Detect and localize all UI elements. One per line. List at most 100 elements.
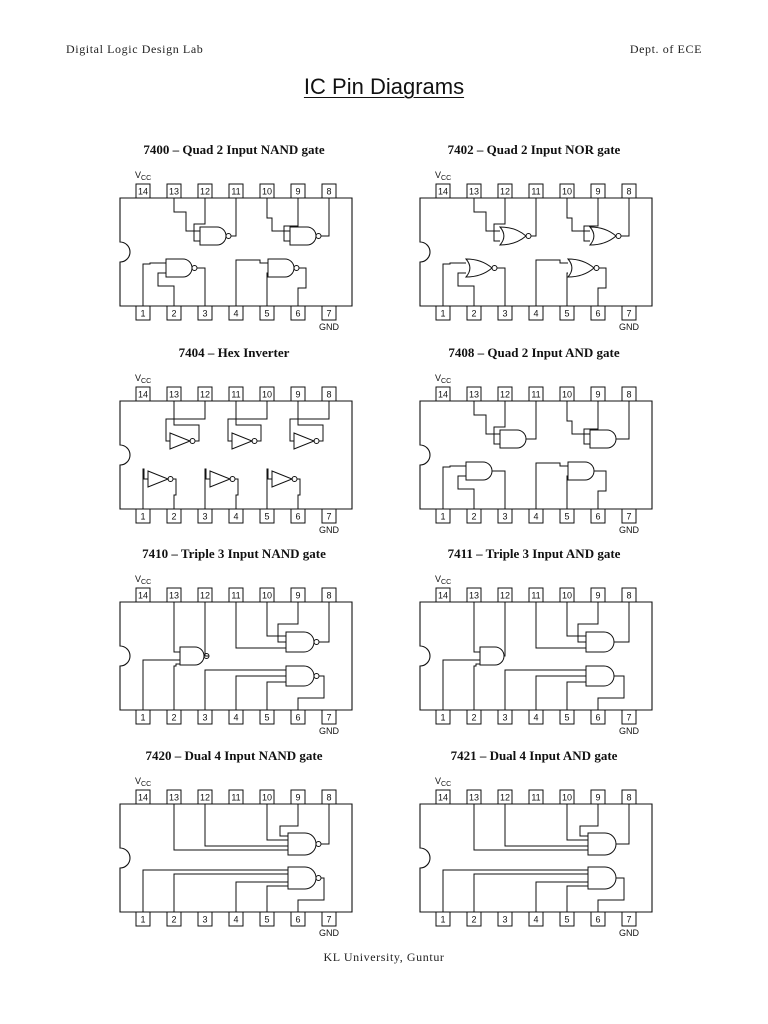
pin-number: 11 <box>531 591 540 601</box>
wire <box>235 675 286 710</box>
pin-number: 1 <box>140 512 145 522</box>
wire <box>597 877 625 912</box>
pin-14 <box>135 183 151 199</box>
vcc-label: VCC <box>435 776 451 788</box>
pin-number: 7 <box>326 915 331 925</box>
ic-title: 7411 – Triple 3 Input AND gate <box>447 546 621 561</box>
wire <box>235 259 268 306</box>
wire <box>289 401 330 442</box>
pin-number: 6 <box>295 512 300 522</box>
pin-number: 9 <box>295 187 300 197</box>
pin-number: 9 <box>295 390 300 400</box>
pin-number: 1 <box>440 512 445 522</box>
pin-number: 6 <box>595 915 600 925</box>
wire <box>173 663 180 710</box>
wire <box>597 267 607 306</box>
wire <box>579 804 599 837</box>
wire <box>492 470 506 509</box>
pin-number: 12 <box>500 390 510 400</box>
pin-3 <box>497 911 513 927</box>
pin-number: 8 <box>326 793 331 803</box>
vcc-label: VCC <box>135 574 151 586</box>
pin-number: 8 <box>326 390 331 400</box>
pin-number: 14 <box>138 187 148 197</box>
pin-number: 13 <box>469 591 479 601</box>
pin-number: 13 <box>469 187 479 197</box>
pin-11 <box>528 789 544 805</box>
pin-number: 13 <box>169 591 179 601</box>
pin-14 <box>435 183 451 199</box>
logic-gate <box>285 665 315 687</box>
wire <box>457 475 475 509</box>
wire <box>621 198 630 237</box>
wire <box>526 401 537 440</box>
wire <box>283 198 299 242</box>
wire <box>297 401 324 442</box>
pin-number: 8 <box>626 390 631 400</box>
pin-number: 5 <box>564 713 569 723</box>
pin-7 <box>621 911 637 927</box>
pin-number: 13 <box>169 390 179 400</box>
logic-gate <box>285 631 315 653</box>
pin-number: 3 <box>502 309 507 319</box>
wire <box>583 401 599 445</box>
pin-number: 4 <box>233 915 238 925</box>
pin-number: 3 <box>502 512 507 522</box>
wire <box>231 198 237 237</box>
wire <box>473 873 588 912</box>
inverter-gate <box>209 470 232 488</box>
ic-title: 7420 – Dual 4 Input NAND gate <box>145 748 323 763</box>
pin-number: 9 <box>295 591 300 601</box>
wire <box>197 267 206 306</box>
pin-number: 2 <box>171 512 176 522</box>
inversion-bubble <box>293 265 300 271</box>
pin-number: 13 <box>469 390 479 400</box>
pin-number: 14 <box>138 591 148 601</box>
pin-number: 1 <box>440 713 445 723</box>
pin-number: 6 <box>595 713 600 723</box>
pin-number: 3 <box>502 713 507 723</box>
inversion-bubble <box>315 841 322 847</box>
wire <box>204 669 286 710</box>
ic-title: 7408 – Quad 2 Input AND gate <box>448 345 620 360</box>
wire <box>566 804 588 841</box>
inversion-bubble <box>225 233 232 239</box>
wire <box>173 401 200 442</box>
wire <box>473 602 480 653</box>
pin-number: 7 <box>626 512 631 522</box>
pin-number: 7 <box>326 309 331 319</box>
pin-number: 11 <box>531 390 540 400</box>
pin-number: 9 <box>595 187 600 197</box>
logic-gate <box>498 226 527 246</box>
pin-number: 5 <box>264 512 269 522</box>
logic-gate <box>464 258 493 278</box>
wire <box>204 602 209 657</box>
pin-number: 1 <box>140 915 145 925</box>
wire <box>566 885 588 912</box>
ic-body <box>419 400 653 510</box>
wire <box>442 659 480 710</box>
gnd-label: GND <box>619 525 640 535</box>
wire <box>457 272 475 306</box>
pin-number: 8 <box>626 591 631 601</box>
wire <box>504 669 586 710</box>
gnd-label: GND <box>619 928 640 938</box>
ic-body <box>119 601 353 711</box>
wire <box>531 198 537 237</box>
inversion-bubble <box>315 875 322 881</box>
wire <box>279 804 299 837</box>
pin-number: 14 <box>438 390 448 400</box>
pin-number: 2 <box>171 309 176 319</box>
pin-number: 11 <box>231 187 240 197</box>
wire <box>442 869 588 912</box>
wire <box>266 602 286 637</box>
